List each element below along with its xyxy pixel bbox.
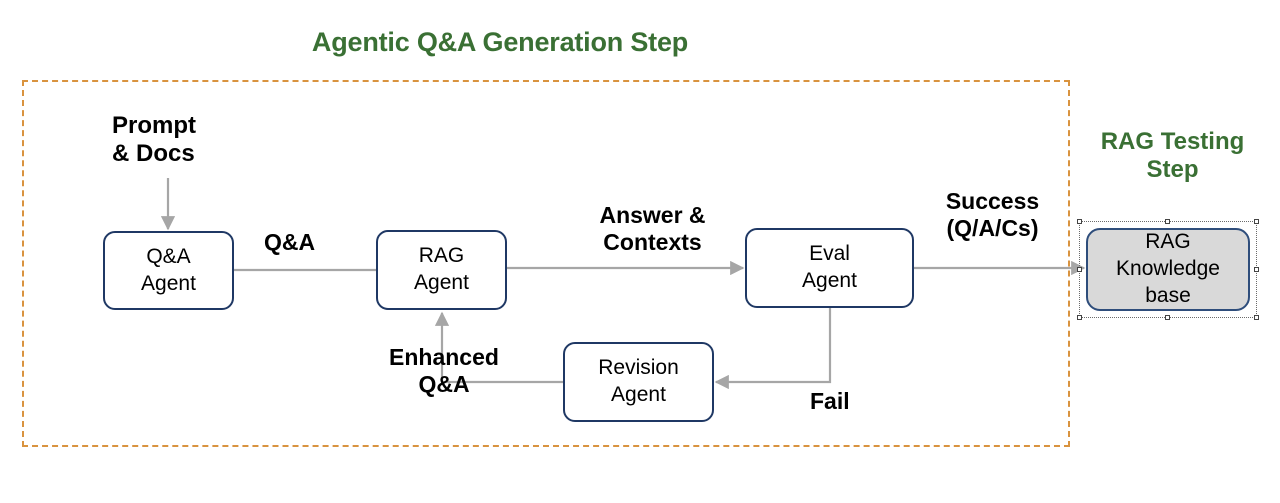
node-rag-agent[interactable]: RAG Agent bbox=[376, 230, 507, 310]
node-qa-agent[interactable]: Q&A Agent bbox=[103, 231, 234, 310]
section-title-agentic: Agentic Q&A Generation Step bbox=[311, 27, 689, 57]
resize-handle-middle-left[interactable] bbox=[1077, 266, 1082, 272]
node-eval-agent[interactable]: Eval Agent bbox=[745, 228, 914, 308]
resize-handle-top-center[interactable] bbox=[1165, 219, 1170, 224]
resize-handle-middle-right[interactable] bbox=[1254, 266, 1259, 272]
edge-label-success: Success (Q/A/Cs) bbox=[945, 188, 1040, 242]
edge-label-qa: Q&A bbox=[264, 229, 316, 255]
resize-handle-bottom-center[interactable] bbox=[1165, 315, 1170, 320]
resize-handle-top-left[interactable] bbox=[1077, 219, 1082, 224]
node-rag-knowledge-base[interactable]: RAG Knowledge base bbox=[1086, 228, 1250, 311]
resize-handle-bottom-right[interactable] bbox=[1254, 315, 1259, 320]
node-revision-agent[interactable]: Revision Agent bbox=[563, 342, 714, 422]
edge-label-prompt-and-docs: Prompt & Docs bbox=[112, 112, 196, 168]
resize-handle-bottom-left[interactable] bbox=[1077, 315, 1082, 320]
resize-handle-top-right[interactable] bbox=[1254, 219, 1259, 224]
edge-label-answer-and-contexts: Answer & Contexts bbox=[599, 202, 706, 256]
edge-label-fail: Fail bbox=[810, 388, 850, 414]
section-title-rag-testing: RAG Testing Step bbox=[1100, 128, 1245, 183]
agentic-step-group-boundary bbox=[22, 80, 1070, 447]
edge-label-enhanced-qa: Enhanced Q&A bbox=[389, 344, 499, 398]
